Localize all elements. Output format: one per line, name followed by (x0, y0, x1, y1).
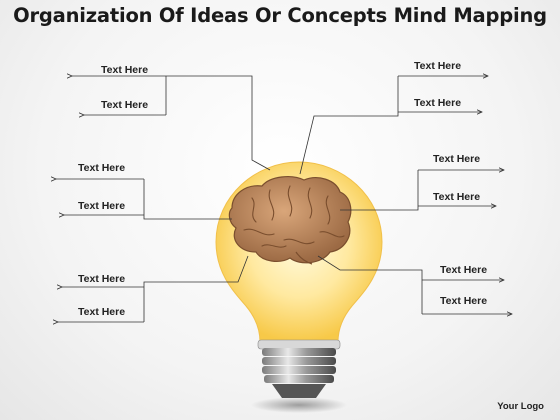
label-right-6: Text Here (440, 295, 488, 307)
bulb-base (257, 339, 341, 398)
label-left-6: Text Here (78, 306, 126, 318)
connector-right-3 (317, 255, 423, 314)
page-title: Organization Of Ideas Or Concepts Mind M… (13, 4, 547, 27)
logo-text: Your Logo (497, 401, 544, 412)
connector-left-2 (143, 179, 232, 220)
label-left-4: Text Here (78, 200, 126, 212)
connector-right-2 (340, 170, 419, 211)
connector-left-1 (166, 75, 271, 171)
label-right-4: Text Here (433, 191, 481, 203)
right-connectors (299, 76, 512, 314)
brain-icon (228, 176, 352, 265)
label-right-3: Text Here (433, 153, 481, 165)
label-left-5: Text Here (78, 273, 126, 285)
connector-left-3 (143, 255, 249, 322)
label-left-1: Text Here (101, 64, 149, 76)
label-left-2: Text Here (101, 99, 149, 111)
label-left-3: Text Here (78, 162, 126, 174)
bulb-shadow (251, 397, 347, 413)
left-connectors (56, 75, 271, 322)
connector-right-1 (299, 76, 399, 175)
label-right-1: Text Here (414, 60, 462, 72)
label-right-5: Text Here (440, 264, 488, 276)
label-right-2: Text Here (414, 97, 462, 109)
